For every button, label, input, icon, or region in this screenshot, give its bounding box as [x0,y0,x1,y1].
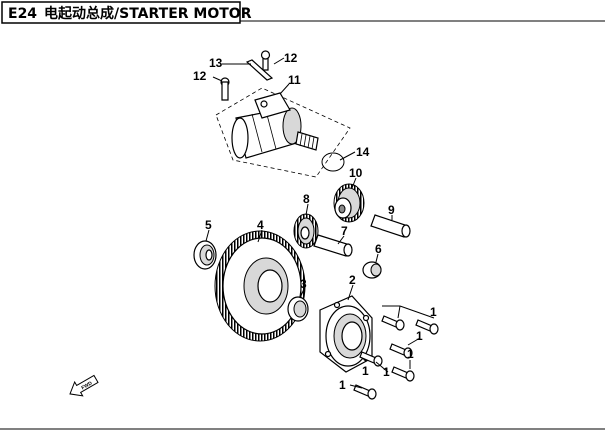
bolt-12-upper [260,50,271,71]
bolt-1c [389,343,413,359]
callout-6: 6 [375,242,382,256]
shaft-9 [370,214,411,238]
bolt-1d [359,351,383,367]
callout-1f: 1 [339,378,346,392]
header-title-box [1,1,241,24]
callout-2: 2 [349,273,356,287]
o-ring [321,152,345,172]
callout-14: 14 [356,145,370,159]
forward-label: FWD [81,380,94,391]
bolt-1a [381,315,405,331]
gear-8 [293,213,319,249]
starter-motor-dashed-frame [215,87,351,178]
seal-5 [193,240,217,270]
bolt-1f [353,384,377,400]
shaft-7 [313,234,353,257]
forward-arrow: FWD [69,374,99,397]
callout-3: 3 [300,277,307,291]
callout-11: 11 [288,73,301,87]
callout-1c: 1 [407,347,414,361]
callout-1a: 1 [430,305,437,319]
clutch-plate-2 [319,295,373,373]
bolt-1e [391,366,415,382]
bolt-12-lower [220,77,230,101]
callout-13: 13 [209,56,223,70]
header: E24 电起动总成/STARTER MOTOR [1,1,605,24]
callout-1d: 1 [362,364,369,378]
callout-7: 7 [341,224,348,238]
callout-10: 10 [349,166,363,180]
forward-arrow-icon [69,374,99,397]
callout-12-lower: 12 [193,69,207,83]
header-title: 电起动总成/STARTER MOTOR [44,5,252,22]
header-code: E24 [8,6,37,22]
bolts-1 [353,315,439,400]
callout-5: 5 [205,218,212,232]
starter-motor-assembly [215,87,351,178]
callout-12-upper: 12 [284,51,298,65]
callout-1e: 1 [383,365,390,379]
bearing-3 [287,296,309,322]
gear-10 [333,183,365,223]
callout-4: 4 [257,218,264,232]
bolt-1b [415,319,439,335]
callout-9: 9 [388,203,395,217]
callouts: 12 13 12 11 14 10 8 9 7 5 4 6 2 3 1 1 1 … [193,51,437,392]
large-gear-4 [214,230,306,342]
callout-8: 8 [303,192,310,206]
leader-lines [205,57,435,389]
bushing-6 [362,261,382,279]
rod-13 [245,59,274,81]
callout-1b: 1 [416,329,423,343]
